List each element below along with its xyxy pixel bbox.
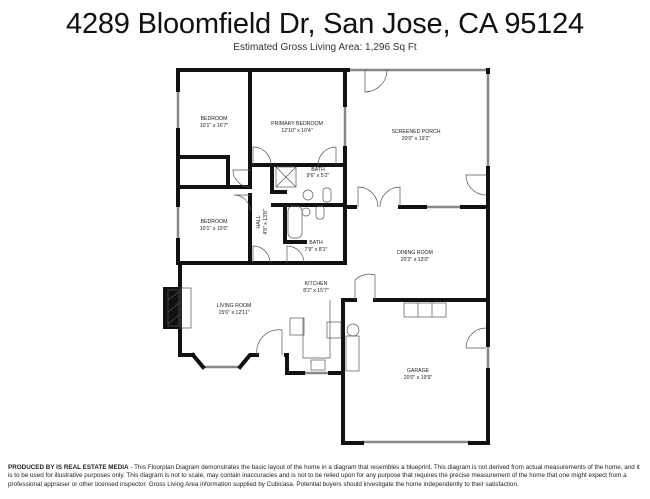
room-bedroom-1-name: BEDROOM — [201, 116, 228, 122]
fireplace — [163, 287, 181, 329]
room-bath-1-name: BATH — [311, 167, 325, 173]
room-hall-dims: 4'9" x 13'8" — [263, 209, 269, 235]
room-kitchen-name: KITCHEN — [305, 281, 328, 287]
producer-credit: PRODUCED BY IS REAL ESTATE MEDIA — [8, 464, 129, 471]
room-kitchen-dims: 8'2" x 15'7" — [303, 288, 329, 294]
room-screened-porch-dims: 20'0" x 19'2" — [402, 136, 431, 142]
page-title: 4289 Bloomfield Dr, San Jose, CA 95124 — [66, 8, 584, 40]
room-bedroom-2-name: BEDROOM — [201, 219, 228, 225]
room-primary-bedroom-dims: 12'10" x 10'4" — [281, 128, 312, 134]
room-bath-2-name: BATH — [309, 240, 323, 246]
windows — [176, 68, 490, 444]
room-dining-room-dims: 20'2" x 13'0" — [401, 257, 430, 263]
room-garage-name: GARAGE — [407, 368, 430, 374]
room-living-room-name: LIVING ROOM — [217, 303, 252, 309]
room-bath-2-dims: 7'9" x 8'1" — [305, 247, 328, 253]
fixtures — [167, 166, 447, 372]
room-screened-porch-name: SCREENED PORCH — [391, 129, 440, 135]
room-labels: BEDROOM 10'1" x 16'7" PRIMARY BEDROOM 12… — [200, 116, 441, 381]
room-primary-bedroom-name: PRIMARY BEDROOM — [271, 121, 323, 127]
room-dining-room-name: DINING ROOM — [397, 250, 433, 256]
room-living-room-dims: 15'6" x 12'11" — [219, 310, 250, 316]
disclaimer-text: - This Floorplan Diagram demonstrates th… — [8, 464, 640, 488]
walls — [163, 68, 490, 445]
gross-living-area: Estimated Gross Living Area: 1,296 Sq Ft — [233, 42, 417, 53]
room-bath-1-dims: 9'6" x 5'2" — [307, 173, 330, 179]
room-hall-name: HALL — [256, 215, 262, 228]
room-bedroom-2-dims: 10'1" x 10'0" — [200, 226, 229, 232]
room-garage-dims: 20'0" x 19'9" — [404, 375, 433, 381]
room-bedroom-1-dims: 10'1" x 16'7" — [200, 123, 229, 129]
disclaimer: PRODUCED BY IS REAL ESTATE MEDIA - This … — [8, 464, 644, 489]
doors — [232, 69, 487, 356]
